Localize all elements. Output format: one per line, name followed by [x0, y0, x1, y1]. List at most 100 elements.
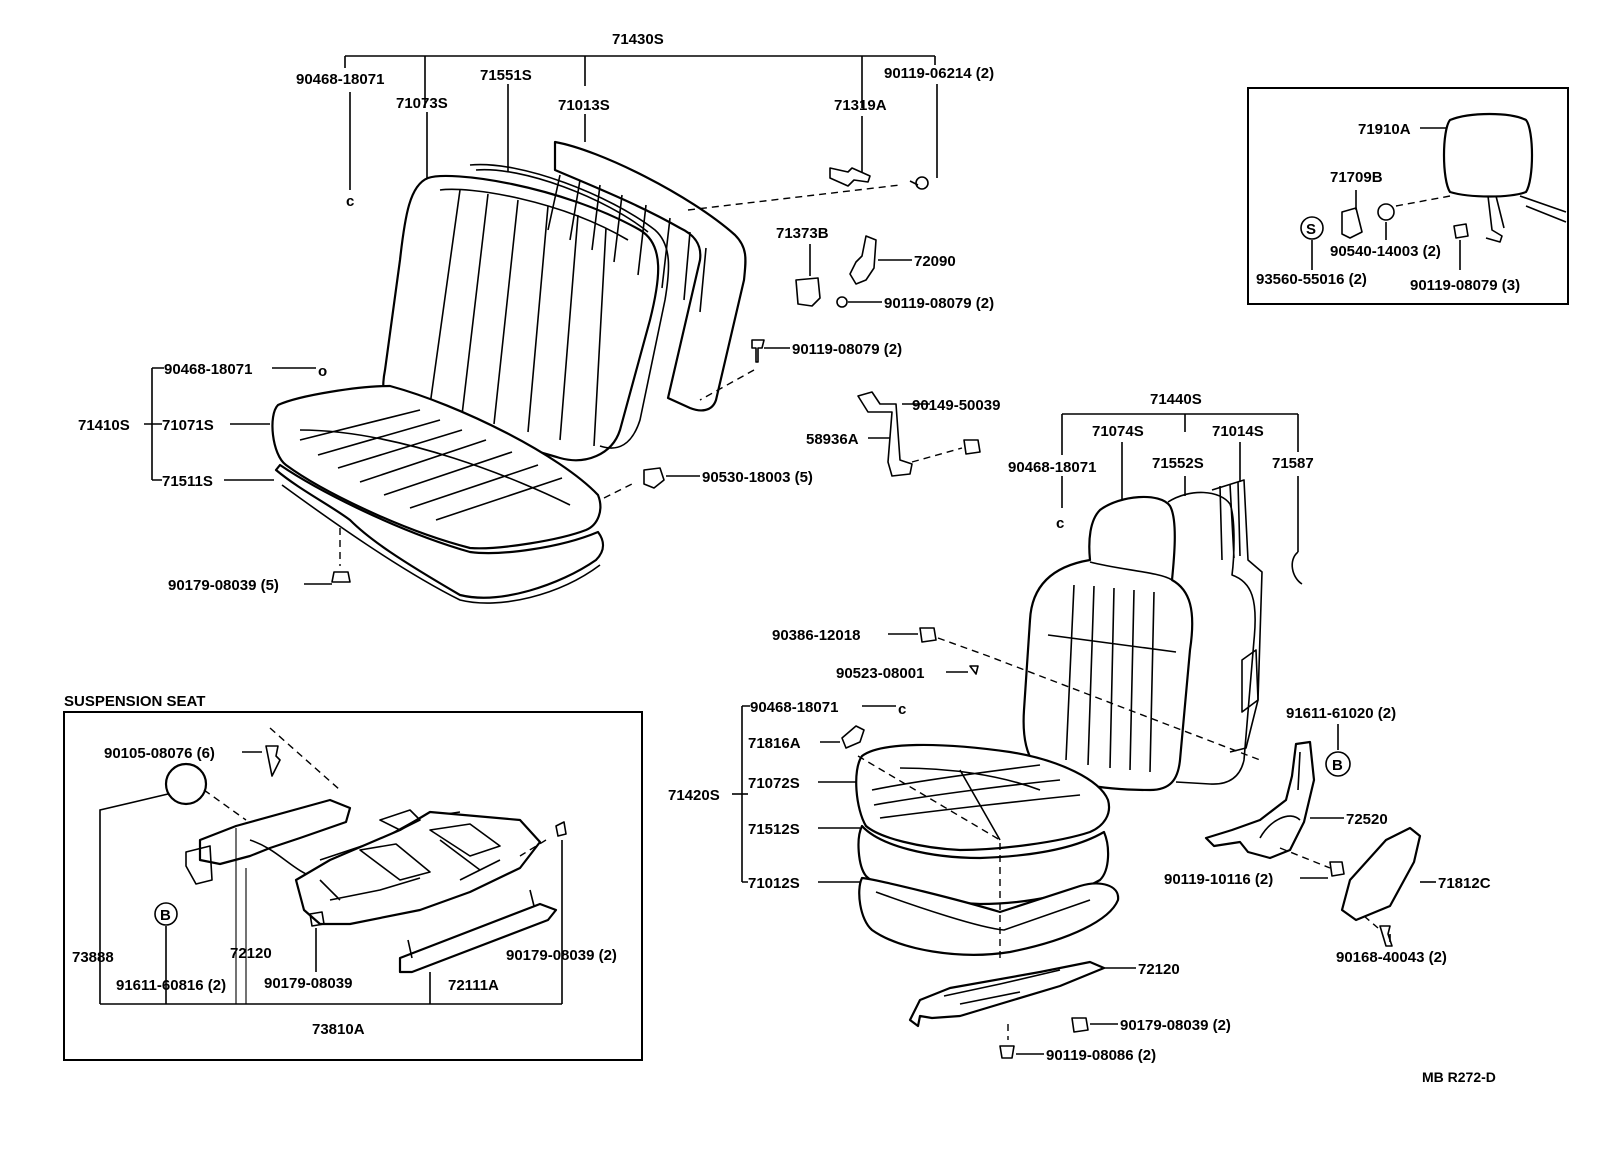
part-71709B-label: 71709B [1330, 169, 1383, 186]
part-71410S-label: 71410S [78, 417, 130, 434]
part-90523-label: 90523-08001 [836, 665, 924, 682]
part-71512S-label: 71512S [748, 821, 800, 838]
circle-b-left-label: B [160, 907, 171, 924]
side-cover-71812C [1340, 826, 1422, 922]
recliner-72520 [1204, 740, 1316, 860]
circle-s-label: S [1306, 221, 1316, 238]
latch-cover-71373B [795, 277, 821, 307]
part-93560-label: 93560-55016 (2) [1256, 271, 1367, 288]
hog-ring-c-right-icon: c [1056, 515, 1064, 532]
catalog-code: MB R272-D [1422, 1069, 1496, 1085]
part-90119-08079-b-label: 90119-08079 (2) [792, 341, 902, 358]
part-90386-label: 90386-12018 [772, 627, 860, 644]
upper-rail [198, 798, 352, 866]
clip-90386-12018-icon [919, 627, 937, 643]
assy-71410S-group: 90468-18071 o 71410S 71071S 71511S 90530… [78, 361, 813, 604]
part-71373B-label: 71373B [776, 225, 829, 242]
part-90468-18071-right-label: 90468-18071 [1008, 459, 1096, 476]
circle-b-right-icon [1325, 751, 1351, 777]
suspension-seat-inset: SUSPENSION SEAT 90105-08076 (6) B 73888 … [63, 693, 643, 1061]
cover-71816A [841, 725, 865, 749]
part-90179-right-label: 90179-08039 (2) [1120, 1017, 1231, 1034]
part-72090-label: 72090 [914, 253, 956, 270]
part-71552S-label: 71552S [1152, 455, 1204, 472]
part-71014S-label: 71014S [1212, 423, 1264, 440]
part-72120-right-label: 72120 [1138, 961, 1180, 978]
part-71587-label: 71587 [1272, 455, 1314, 472]
part-71812C-label: 71812C [1438, 875, 1491, 892]
circle-b-left-icon [154, 902, 178, 926]
part-90119-08086-label: 90119-08086 (2) [1046, 1047, 1156, 1064]
assy-71430S-label: 71430S [612, 31, 664, 48]
part-71071S-label: 71071S [162, 417, 214, 434]
part-72111A-label: 72111A [448, 977, 499, 994]
backrest-frame-71014S [1211, 479, 1263, 753]
part-90179-susp2-label: 90179-08039 (2) [506, 947, 617, 964]
part-90105-label: 90105-08076 (6) [104, 745, 215, 762]
part-58936A-label: 58936A [806, 431, 859, 448]
backrest-frame-71013S [553, 140, 747, 412]
nut-90179-08039-susp2-icon [555, 821, 567, 837]
headrest-inset: 71910A 71709B 90540-14003 (2) S 93560-55… [1247, 87, 1569, 305]
assy-71420S-group: 90468-18071 c 71816A 71420S 71072S 71512… [668, 699, 1491, 1064]
part-90119-08079-c-label: 90119-08079 (3) [1410, 277, 1520, 294]
wire-71587 [1291, 551, 1303, 585]
bolt-90149-50039-icon [963, 439, 981, 455]
part-71319A-label: 71319A [834, 97, 887, 114]
cushion-cover-71072S [855, 743, 1111, 852]
bolt-icon [836, 296, 848, 308]
part-71511S-label: 71511S [162, 473, 213, 490]
knob-73888 [164, 762, 208, 806]
headrest-71910A [1442, 112, 1534, 198]
nut-90179-08039-icon [331, 571, 351, 583]
bolt-90105-08076-icon [265, 745, 281, 777]
hog-ring-c-low-icon: c [898, 701, 906, 718]
part-71073S-label: 71073S [396, 95, 448, 112]
part-91611-60816-label: 91611-60816 (2) [116, 977, 226, 994]
lower-rail-72111A [398, 902, 558, 974]
part-72120-left-label: 72120 [230, 945, 272, 962]
part-90468-18071-mid-label: 90468-18071 [164, 361, 252, 378]
part-90168-label: 90168-40043 (2) [1336, 949, 1447, 966]
part-73888-label: 73888 [72, 949, 114, 966]
part-71910A-label: 71910A [1358, 121, 1411, 138]
circle-s-icon [1300, 216, 1324, 240]
suspension-base [294, 810, 542, 926]
part-90468-18071-low-label: 90468-18071 [750, 699, 838, 716]
part-71551S-label: 71551S [480, 67, 532, 84]
part-90179-susp-label: 90179-08039 [264, 975, 352, 992]
clip-90530-18003-icon [643, 467, 665, 489]
suspension-seat-title: SUSPENSION SEAT [64, 693, 205, 710]
assy-71430S-group: 71430S 90468-18071 71073S 71551S 71013S … [296, 31, 994, 462]
cushion-pad-71511S [274, 463, 605, 599]
part-90119-10116-label: 90119-10116 (2) [1164, 871, 1273, 888]
part-71420S-label: 71420S [668, 787, 720, 804]
part-71013S-label: 71013S [558, 97, 610, 114]
assy-71440S-label: 71440S [1150, 391, 1202, 408]
bolt-90119-06214-icon [915, 176, 929, 190]
bracket-58936A-group: 90149-50039 58936A [806, 391, 1000, 477]
part-90530-label: 90530-18003 (5) [702, 469, 813, 486]
pin-90523-08001-icon [969, 665, 979, 675]
bolt-90119-08079-icon [751, 339, 765, 363]
nut-90179-08039-susp-icon [309, 911, 325, 927]
latch-72090 [849, 235, 877, 285]
part-73810A-label: 73810A [312, 1021, 365, 1038]
suspension-inset-frame [63, 711, 643, 1061]
part-91611-61020-label: 91611-61020 (2) [1286, 705, 1396, 722]
nut-90179-08039-right-icon [1071, 1017, 1089, 1033]
assy-71440S-group: 71440S 71074S 71014S 90468-18071 71552S … [772, 391, 1314, 792]
part-90119-08079-a-label: 90119-08079 (2) [884, 295, 994, 312]
part-71816A-label: 71816A [748, 735, 801, 752]
headrest-inset-frame [1247, 87, 1569, 305]
cushion-frame-71012S [858, 876, 1120, 956]
guide-90540-14003-icon [1377, 203, 1395, 221]
bolt-90119-08086-icon [999, 1045, 1015, 1059]
part-71012S-label: 71012S [748, 875, 800, 892]
bracket-71319A [829, 167, 871, 187]
guide-71709B [1341, 207, 1363, 239]
hog-ring-o-icon: o [318, 363, 327, 380]
part-71072S-label: 71072S [748, 775, 800, 792]
circle-b-right-label: B [1332, 757, 1343, 774]
